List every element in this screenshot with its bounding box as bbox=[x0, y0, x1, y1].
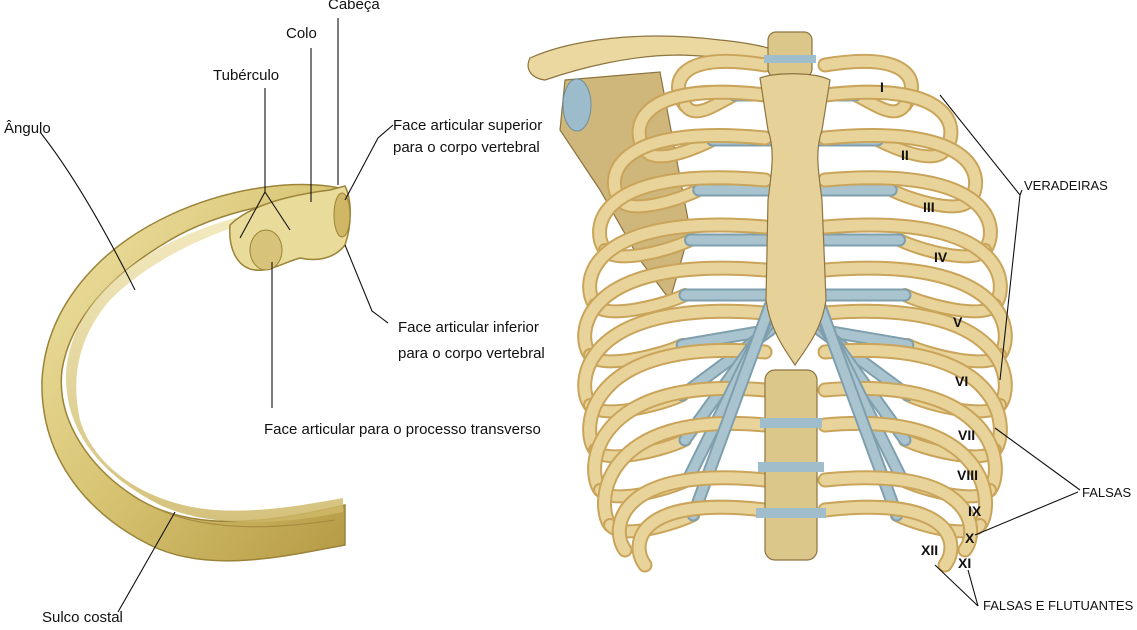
thoracic-cage-illustration bbox=[527, 31, 1013, 573]
rib-numeral: IX bbox=[968, 503, 982, 519]
rib-arc-highlight bbox=[584, 344, 771, 456]
rib-numeral: VII bbox=[958, 427, 975, 443]
label-face-superior-2: para o corpo vertebral bbox=[393, 139, 540, 156]
label-falsas-flutuantes: FALSAS E FLUTUANTES bbox=[983, 598, 1134, 613]
label-face-inferior-1: Face articular inferior bbox=[398, 319, 539, 336]
rib-arc-highlight bbox=[819, 172, 996, 256]
rib-numeral: VIII bbox=[957, 467, 978, 483]
label-face-transverso: Face articular para o processo transvers… bbox=[264, 421, 541, 438]
label-angulo: Ângulo bbox=[4, 120, 51, 137]
vertebral-column bbox=[756, 31, 826, 561]
sternum bbox=[759, 73, 831, 367]
rib-arc-highlight bbox=[633, 501, 771, 571]
rib-arc-highlight bbox=[599, 417, 771, 531]
single-rib-illustration bbox=[41, 183, 351, 562]
rib-arc-highlight bbox=[613, 472, 771, 556]
thorax-labels: VERADEIRAS FALSAS FALSAS E FLUTUANTES bbox=[983, 178, 1134, 613]
rib-arc-highlight bbox=[819, 130, 981, 206]
rib-numeral: XII bbox=[921, 542, 938, 558]
rib-arc-highlight bbox=[819, 472, 977, 556]
rib-arc-highlight bbox=[819, 382, 1001, 496]
label-tuberculo: Tubérculo bbox=[213, 67, 279, 84]
rib-numeral: II bbox=[901, 147, 909, 163]
rib-arc-highlight bbox=[589, 382, 771, 496]
rib-arc-highlight bbox=[819, 501, 957, 571]
glenoid bbox=[562, 78, 592, 132]
rib-numeral: IV bbox=[934, 249, 948, 265]
rib-labels: Cabeça Colo Tubérculo Ângulo Face articu… bbox=[4, 0, 545, 626]
tubercle-bump bbox=[249, 229, 283, 271]
rib-arc-highlight bbox=[819, 305, 1011, 411]
rib-numeral: V bbox=[953, 314, 963, 330]
label-face-superior-1: Face articular superior bbox=[393, 117, 542, 134]
costal-groove-line bbox=[149, 504, 336, 528]
rib-arc-highlight bbox=[609, 130, 771, 206]
head-articular-face bbox=[333, 192, 351, 238]
rib-numeral: VI bbox=[955, 373, 968, 389]
rib-arc-highlight bbox=[819, 219, 1006, 311]
rib-arc-highlight bbox=[819, 417, 991, 531]
label-cabeca: Cabeça bbox=[328, 0, 380, 13]
label-veradeiras: VERADEIRAS bbox=[1024, 178, 1108, 193]
rib-arc-highlight bbox=[594, 172, 771, 256]
rib-arc-highlight bbox=[584, 219, 771, 311]
rib-leader-lines bbox=[39, 18, 394, 613]
label-colo: Colo bbox=[286, 25, 317, 42]
rib-arc-highlight bbox=[819, 344, 1006, 456]
label-sulco-costal: Sulco costal bbox=[42, 609, 123, 626]
rib-numeral: III bbox=[923, 199, 935, 215]
label-face-inferior-2: para o corpo vertebral bbox=[398, 345, 545, 362]
rib-numeral: I bbox=[880, 79, 884, 95]
rib-numeral: XI bbox=[958, 555, 971, 571]
rib-arc-highlight bbox=[579, 262, 771, 361]
rib-arc-highlight bbox=[579, 305, 771, 411]
rib-numeral: X bbox=[965, 530, 975, 546]
thoracic-ribs bbox=[577, 53, 1013, 573]
label-falsas: FALSAS bbox=[1082, 485, 1131, 500]
thorax-leader-lines bbox=[934, 94, 1081, 607]
